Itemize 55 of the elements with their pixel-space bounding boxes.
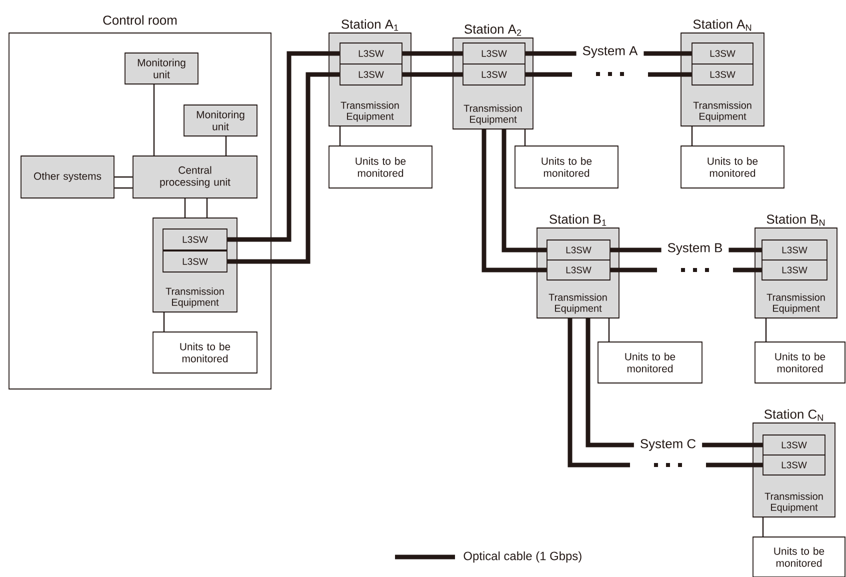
- edge-label: System B: [661, 241, 729, 257]
- station-heading: Station A$_{1}$: [342, 19, 398, 31]
- unit-box: Monitoring unit: [184, 104, 258, 136]
- connector-line: [114, 187, 133, 189]
- monitored-units-box: Units to be monitored: [152, 332, 258, 374]
- switch-box: L3SW: [762, 434, 826, 456]
- station-heading: Station A$_{N}$: [693, 19, 752, 31]
- connector-line: [762, 517, 764, 537]
- switch-box: L3SW: [762, 454, 826, 476]
- connector-line: [765, 318, 767, 342]
- monitored-units-box: Units to be monitored: [752, 536, 846, 577]
- connector-line: [163, 312, 165, 332]
- optical-cable: [227, 72, 340, 264]
- connector-line: [153, 84, 155, 156]
- optical-cable: [402, 51, 463, 56]
- monitored-units-box: Units to be monitored: [598, 342, 702, 384]
- legend-label: Optical cable (1 Gbps): [464, 551, 582, 563]
- optical-cable: [482, 129, 547, 272]
- monitored-units-box: Units to be monitored: [514, 146, 618, 188]
- station-heading: Station C$_{N}$: [764, 409, 823, 421]
- connector-line: [608, 318, 610, 342]
- switch-box: L3SW: [692, 64, 754, 86]
- station-heading: Station B$_{N}$: [766, 214, 825, 226]
- monitored-units-box: Units to be monitored: [328, 146, 432, 188]
- connector-line: [114, 176, 133, 178]
- switch-box: L3SW: [162, 250, 228, 272]
- switch-box: L3SW: [462, 64, 526, 86]
- switch-box: L3SW: [546, 240, 610, 260]
- connector-line: [184, 198, 186, 218]
- edge-label: System C: [634, 437, 702, 453]
- station-heading: Station A$_{2}$: [464, 24, 522, 36]
- switch-box: L3SW: [692, 42, 754, 64]
- unit-box: Monitoring unit: [124, 52, 198, 84]
- switch-box: L3SW: [762, 240, 828, 260]
- switch-box: L3SW: [546, 260, 610, 280]
- unit-box: Central processing unit: [132, 156, 258, 198]
- connector-line: [339, 126, 341, 146]
- switch-box: L3SW: [162, 228, 228, 250]
- switch-box: L3SW: [340, 64, 402, 86]
- unit-box: Other systems: [20, 156, 114, 198]
- switch-box: L3SW: [762, 260, 828, 280]
- edge-label: System A: [576, 44, 644, 60]
- optical-cable: [402, 72, 463, 77]
- connector-line: [524, 129, 526, 146]
- monitored-units-box: Units to be monitored: [680, 146, 784, 188]
- switch-box: L3SW: [462, 42, 526, 64]
- room-heading: Control room: [103, 15, 177, 25]
- station-heading: Station B$_{1}$: [550, 214, 606, 226]
- connector-line: [206, 198, 208, 218]
- switch-box: L3SW: [340, 42, 402, 64]
- connector-line: [691, 126, 693, 146]
- optical-cable: [502, 129, 547, 252]
- optical-cable: [227, 51, 340, 242]
- connector-line: [225, 136, 227, 156]
- monitored-units-box: Units to be monitored: [754, 342, 846, 384]
